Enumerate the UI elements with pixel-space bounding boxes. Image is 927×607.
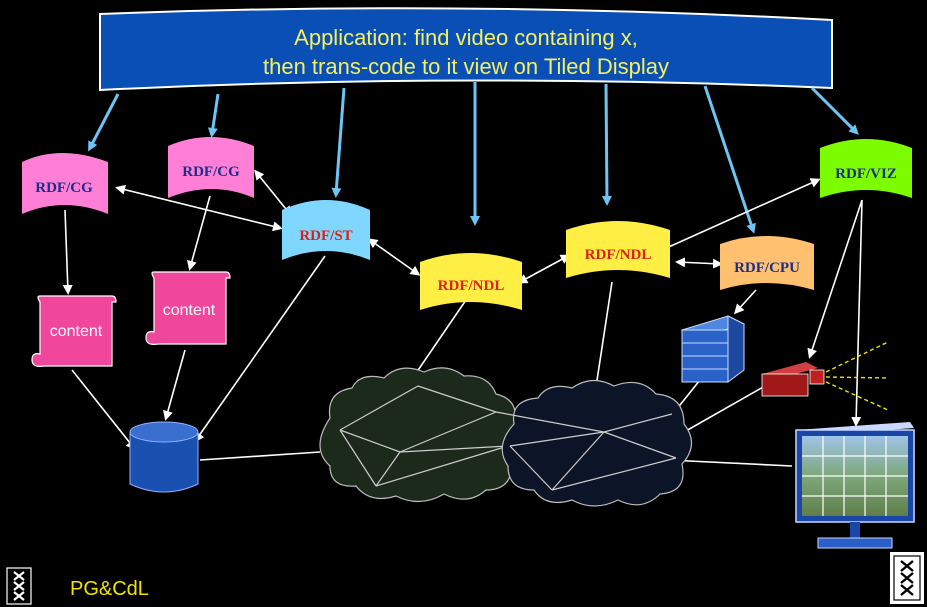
blue-arrow-cg1 — [88, 93, 120, 152]
rdf-st-label: RDF/ST — [299, 228, 352, 244]
university-logo-right — [890, 552, 924, 604]
blue-arrow-st — [331, 87, 346, 198]
flag-rdf-viz: RDF/VIZ — [820, 139, 912, 198]
flag-rdf-cg-2: RDF/CG — [168, 137, 254, 198]
connector-lines — [62, 169, 863, 467]
arrow-viz-projector — [807, 199, 863, 359]
database-icon — [129, 421, 199, 493]
banner-line-1: Application: find video containing x, — [294, 25, 638, 50]
arrow-cg1-st — [115, 184, 283, 232]
blue-arrow-cg2 — [207, 93, 220, 138]
arrow-ndl2-cpu — [675, 257, 723, 269]
rdf-cpu-label: RDF/CPU — [734, 260, 800, 276]
content-2-label: content — [163, 302, 216, 319]
arrow-cg2-st — [254, 169, 292, 217]
flag-rdf-cg-1: RDF/CG — [22, 153, 108, 214]
arrow-cpu-server — [733, 289, 757, 315]
application-banner: Application: find video containing x, th… — [99, 7, 833, 92]
link-db-cloud1 — [199, 451, 321, 461]
blue-arrow-ndl2 — [601, 83, 612, 206]
arrow-ndl2-viz — [659, 178, 821, 252]
content-scroll-2: content — [145, 271, 231, 345]
flag-rdf-cpu: RDF/CPU — [720, 236, 814, 290]
rdf-ndl-2-label: RDF/NDL — [585, 247, 652, 263]
arrow-content2-db — [163, 349, 186, 421]
flag-rdf-ndl-2: RDF/NDL — [566, 221, 670, 278]
author-footer: PG&CdL — [70, 578, 149, 600]
tiled-display-icon — [795, 422, 915, 549]
arrow-viz-display — [851, 199, 863, 427]
arrow-cg2-content — [187, 195, 211, 271]
arrow-st-ndl1 — [367, 238, 421, 276]
flag-rdf-ndl-1: RDF/NDL — [420, 253, 522, 310]
arrow-cg1-content — [62, 209, 73, 295]
university-logo-left — [4, 566, 34, 606]
link-cloud2-display — [667, 459, 793, 467]
rdf-viz-label: RDF/VIZ — [835, 166, 897, 182]
blue-arrow-viz — [810, 86, 859, 135]
projector-icon — [761, 341, 889, 411]
network-cloud-1 — [319, 367, 524, 503]
arrow-ndl1-ndl2 — [517, 254, 571, 284]
compute-server-icon — [680, 315, 746, 383]
content-1-label: content — [50, 323, 103, 340]
arrow-st-db — [194, 255, 326, 443]
arrow-content1-db — [71, 369, 136, 451]
blue-arrow-cpu — [703, 85, 756, 234]
xxx-seal-icon-right — [893, 555, 921, 601]
rdf-ndl-1-label: RDF/NDL — [438, 278, 505, 294]
rdf-cg-1-label: RDF/CG — [35, 180, 93, 196]
xxx-seal-icon — [6, 567, 32, 605]
banner-line-2: then trans-code to it view on Tiled Disp… — [263, 54, 669, 79]
content-scroll-1: content — [31, 295, 117, 367]
network-cloud-2 — [495, 379, 693, 507]
rdf-cg-2-label: RDF/CG — [182, 164, 240, 180]
flag-rdf-st: RDF/ST — [282, 200, 370, 260]
arrow-ndl1-cloud1 — [408, 299, 467, 385]
